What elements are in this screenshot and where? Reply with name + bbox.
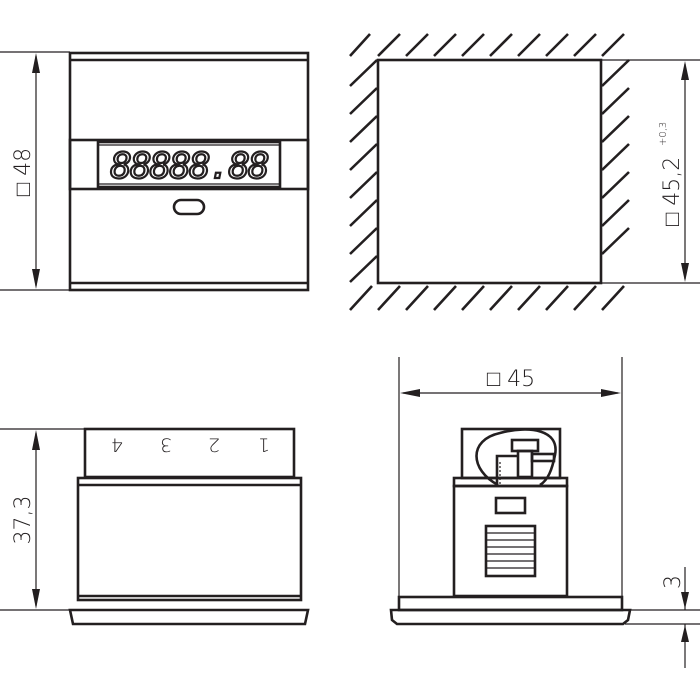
terminal-label-2: 2 bbox=[208, 434, 220, 456]
cutout-opening bbox=[376, 58, 603, 285]
rear-width-label: □ 45 bbox=[487, 367, 535, 392]
side-dimension-label: 37,3 bbox=[11, 496, 36, 545]
display-digits: 88888.88 bbox=[110, 146, 268, 187]
terminal-label-3: 3 bbox=[160, 434, 172, 456]
side-body bbox=[76, 476, 303, 602]
label-window bbox=[494, 496, 527, 515]
rear-bezel bbox=[389, 608, 632, 626]
front-view: □ 48 88888.88 bbox=[0, 51, 310, 292]
reset-button-icon bbox=[172, 198, 206, 216]
terminal-label-1: 1 bbox=[258, 434, 270, 456]
vent-grille bbox=[484, 524, 537, 578]
front-dimension-label: □ 48 bbox=[11, 148, 36, 196]
front-bezel bbox=[68, 608, 310, 626]
terminal-label-4: 4 bbox=[111, 434, 123, 456]
connector-detail bbox=[475, 428, 557, 487]
dimension-45 bbox=[400, 389, 621, 397]
rear-body bbox=[452, 484, 569, 598]
flange-dimension-label: 3 bbox=[661, 575, 686, 589]
dimension-45-2 bbox=[681, 61, 689, 282]
cutout-tolerance-label: +0,3 bbox=[658, 122, 669, 146]
lcd-display bbox=[96, 140, 282, 189]
dimension-37-3 bbox=[32, 430, 40, 609]
panel-cutout-view: □ 45,2 +0,3 bbox=[349, 33, 700, 311]
side-view: 37,3 4 3 2 1 bbox=[0, 427, 310, 626]
rear-view: □ 45 3 bbox=[389, 357, 700, 668]
dimension-3 bbox=[681, 567, 689, 668]
dimension-48 bbox=[32, 53, 40, 289]
cutout-dimension-label: □ 45,2 bbox=[660, 157, 685, 226]
